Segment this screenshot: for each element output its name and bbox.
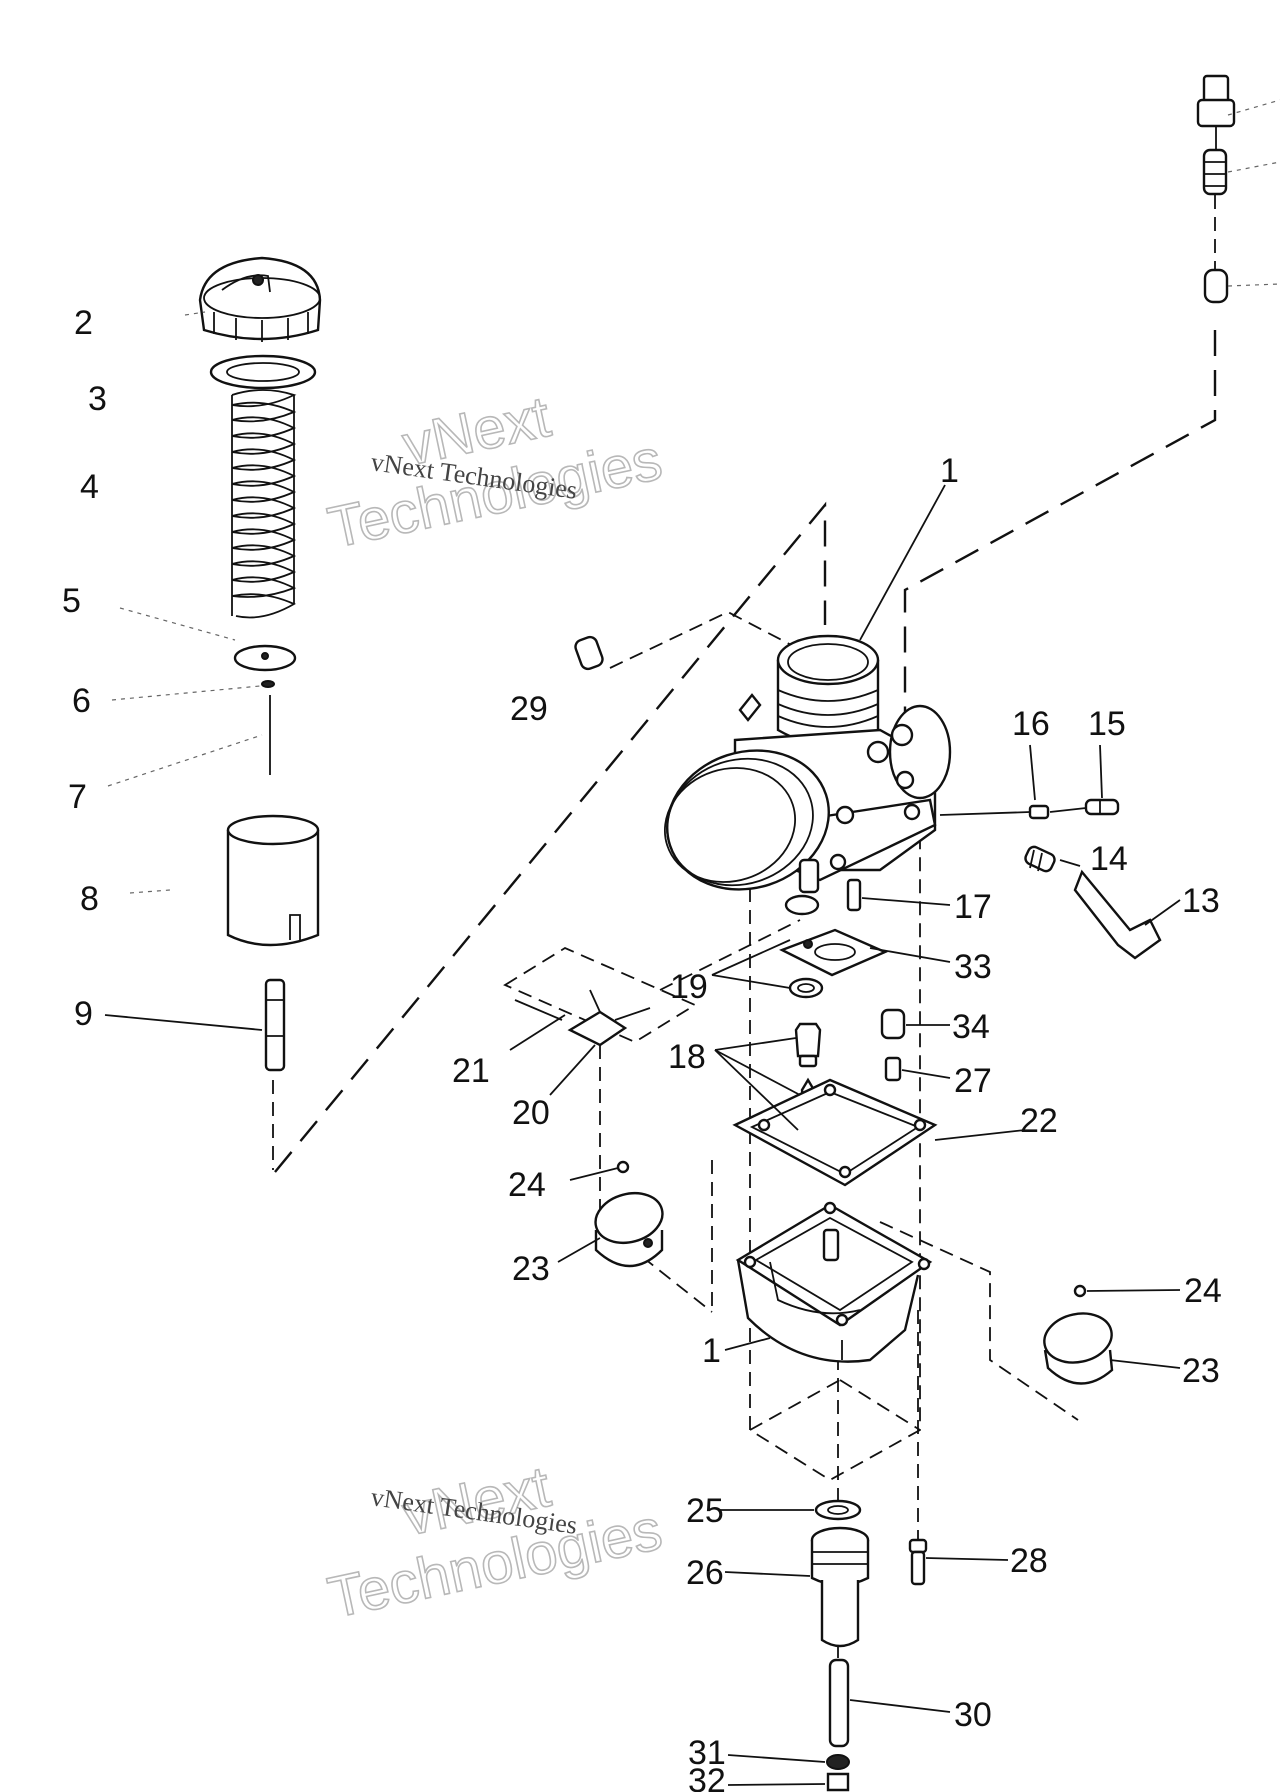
callout-24-left: 24 <box>508 1166 546 1204</box>
callout-33: 33 <box>954 948 992 986</box>
callout-22: 22 <box>1020 1102 1058 1140</box>
part-16-screw <box>1028 804 1050 820</box>
callout-31: 31 <box>688 1734 726 1772</box>
float-23-left <box>594 1192 664 1268</box>
callout-6: 6 <box>72 682 91 720</box>
float-bowl-1 <box>735 1201 933 1363</box>
part-27-jet <box>884 1056 902 1082</box>
callout-34: 34 <box>952 1008 990 1046</box>
callout-27: 27 <box>954 1062 992 1100</box>
float-23-right <box>1043 1312 1114 1385</box>
spring-4 <box>231 389 297 619</box>
callout-15: 15 <box>1088 705 1126 743</box>
callout-29: 29 <box>510 690 548 728</box>
callout-26: 26 <box>686 1554 724 1592</box>
callout-13: 13 <box>1182 882 1220 920</box>
part-31-nut <box>826 1754 850 1770</box>
washer-25 <box>814 1499 862 1521</box>
part-17-screw <box>846 878 862 912</box>
retainer-5 <box>233 644 297 672</box>
callout-7: 7 <box>68 778 87 816</box>
callout-14: 14 <box>1090 840 1128 878</box>
part-29-pin <box>574 635 604 671</box>
clip-6 <box>261 680 275 688</box>
callout-19: 19 <box>670 968 708 1006</box>
callout-23-right: 23 <box>1182 1352 1220 1390</box>
cap-2 <box>198 256 322 342</box>
callout-21: 21 <box>452 1052 490 1090</box>
callout-32: 32 <box>688 1762 726 1792</box>
callout-2: 2 <box>74 304 93 342</box>
drop-24-right <box>1073 1284 1087 1298</box>
part-30-tube <box>828 1658 850 1748</box>
needle-jet-9 <box>264 978 286 1072</box>
part-28-screw <box>908 1538 928 1586</box>
callout-1-top: 1 <box>940 452 959 490</box>
callout-23-left: 23 <box>512 1250 550 1288</box>
bowl-gasket-22 <box>732 1078 938 1187</box>
callout-25: 25 <box>686 1492 724 1530</box>
leader-lines <box>104 311 1181 1786</box>
part-14-spring <box>1024 845 1056 873</box>
carburetor-body-1 <box>663 634 952 894</box>
callout-20: 20 <box>512 1094 550 1132</box>
callout-4: 4 <box>80 468 99 506</box>
watermark-upper: vNext Technologies <box>322 383 668 561</box>
throttle-slide-8 <box>226 814 320 947</box>
pin-21 <box>514 999 563 1021</box>
callout-16: 16 <box>1012 705 1050 743</box>
part-32-jet <box>826 1772 850 1792</box>
part-19-upper-washer <box>784 894 820 916</box>
callout-30: 30 <box>954 1696 992 1734</box>
cable-adjuster-top <box>1196 74 1280 304</box>
callout-1-bowl: 1 <box>702 1332 721 1370</box>
part-13-pilot-screw <box>1073 869 1162 960</box>
washer-3 <box>209 354 317 390</box>
drop-24-left <box>616 1160 630 1174</box>
watermark-lower: vNext Technologies <box>322 1453 668 1631</box>
gasket-33 <box>779 928 888 977</box>
float-arm-20 <box>567 989 651 1047</box>
callout-5: 5 <box>62 582 81 620</box>
callout-9: 9 <box>74 995 93 1033</box>
callout-3: 3 <box>88 380 107 418</box>
callout-8: 8 <box>80 880 99 918</box>
part-26-holder <box>810 1526 870 1648</box>
callout-24-right: 24 <box>1184 1272 1222 1310</box>
callout-28: 28 <box>1010 1542 1048 1580</box>
callout-18: 18 <box>668 1038 706 1076</box>
part-15-screw <box>1084 798 1120 816</box>
callout-17: 17 <box>954 888 992 926</box>
part-34-holder <box>880 1008 906 1040</box>
callout-labels: 2 3 4 5 6 7 8 9 1 16 15 14 13 17 33 19 3… <box>62 304 1222 1792</box>
washer-19 <box>788 977 824 999</box>
